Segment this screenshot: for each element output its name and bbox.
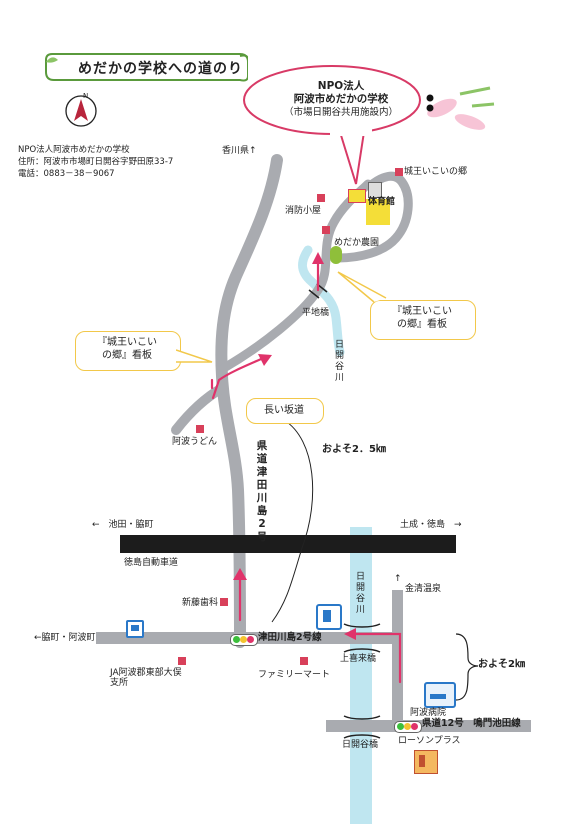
familymart-marker	[300, 657, 308, 665]
kaikoku-river-upper-label: 日開谷川	[334, 340, 344, 383]
west-branch-road	[171, 383, 227, 435]
prefectural-road-12	[326, 720, 531, 732]
north-letter: N	[83, 92, 89, 100]
connector-road	[392, 632, 403, 724]
destination-bubble	[243, 65, 421, 185]
prefectural-road-2-label: 県道津田川島2号	[256, 440, 268, 543]
kaikoku-river-lower	[350, 527, 372, 824]
dental-label: 新藤歯科	[182, 598, 219, 608]
bridge-icons	[308, 283, 381, 739]
hirachi-bridge-label: 平地橋	[302, 308, 330, 318]
org-phone: 電話：0883－38－9067	[18, 169, 115, 179]
kaikoku-bridge-label: 日開谷橋	[342, 740, 379, 750]
expressway	[120, 535, 456, 553]
traffic-light-icon	[230, 634, 258, 646]
tsuchinari-direction: 土成・徳島 →	[400, 520, 462, 530]
distance-2km: およそ2㎞	[478, 659, 525, 670]
joou-sign-label-upper: 『城王いこい の郷』看板	[392, 306, 452, 330]
north-arrow-icon	[65, 95, 97, 127]
fire-hut-marker	[317, 194, 325, 202]
kaikoku-river-upper	[298, 245, 345, 357]
callout-pointer	[176, 349, 213, 363]
ikeda-direction: ← 池田・脇町	[92, 520, 154, 530]
ja-label: JA阿波郡東部大俣 支所	[110, 668, 182, 689]
ja-marker	[178, 657, 186, 665]
medaka-farm-pond	[330, 246, 342, 264]
atm-icon	[126, 620, 144, 638]
long-slope-label: 長い坂道	[264, 405, 304, 416]
udon-label: 阿波うどん	[172, 437, 218, 447]
joou-sign-callout-upper	[370, 300, 476, 340]
hospital-icon	[424, 682, 456, 708]
kanekiyo-label: 金清温泉	[405, 584, 442, 594]
school-annex	[368, 182, 382, 198]
joou-marker	[395, 168, 403, 176]
destination-label: NPO法人 阿波市めだかの学校 （市場日開谷共用施設内）	[283, 80, 398, 118]
kanekiyo-road	[392, 590, 403, 634]
gym-label: 体育館	[368, 197, 396, 207]
lawson-icon	[414, 750, 438, 774]
dental-marker	[220, 598, 228, 606]
gym-building	[366, 199, 390, 225]
org-address: 住所：阿波市市場町日開谷字野田原33-7	[18, 157, 174, 167]
org-info: NPO法人阿波市めだかの学校 住所：阿波市市場町日開谷字野田原33-7 電話：0…	[18, 144, 173, 180]
long-slope-callout	[246, 398, 324, 424]
title-banner	[45, 53, 248, 82]
medaka-decoration	[426, 86, 495, 130]
school-branch-road	[219, 179, 373, 373]
map-title: めだかの学校への道のり	[78, 61, 243, 77]
distance-brace-2km	[455, 633, 479, 701]
route-arrows	[210, 252, 402, 684]
wakimachi-direction: ←脇町・阿波町	[34, 633, 96, 643]
traffic-light-icon	[394, 721, 422, 733]
callout-pointer	[337, 271, 387, 303]
hospital-label: 阿波病院	[410, 708, 447, 718]
gas-station-icon	[316, 604, 342, 630]
tsuda-line-label: 津田川島2号線	[258, 632, 322, 643]
medaka-farm-marker	[322, 226, 330, 234]
udon-marker	[196, 425, 204, 433]
kagawa-label: 香川県↑	[222, 146, 257, 156]
medaka-farm-label: めだか農園	[334, 238, 380, 248]
naruto-line-label: 県道12号 鳴門池田線	[422, 718, 521, 729]
lawson-label: ローソンプラス	[398, 736, 461, 746]
expressway-label: 徳島自動車道	[124, 558, 179, 568]
org-name: NPO法人阿波市めだかの学校	[18, 145, 130, 155]
joou-road	[333, 171, 413, 263]
kamikiku-bridge-label: 上喜来橋	[340, 654, 377, 664]
distance-curve-2-5km	[271, 419, 314, 623]
familymart-label: ファミリーマート	[258, 670, 331, 680]
joou-sign-label-left: 『城王いこい の郷』看板	[97, 337, 157, 361]
kaikoku-river-lower-label: 日開谷川	[355, 572, 365, 615]
kanekiyo-arrow: ↑	[394, 574, 402, 584]
distance-2-5km: およそ2．5㎞	[322, 444, 386, 455]
fire-hut-label: 消防小屋	[285, 206, 322, 216]
joou-sign-callout-left	[75, 331, 181, 371]
school-building	[348, 189, 366, 203]
joou-label: 城王いこいの郷	[404, 167, 468, 177]
